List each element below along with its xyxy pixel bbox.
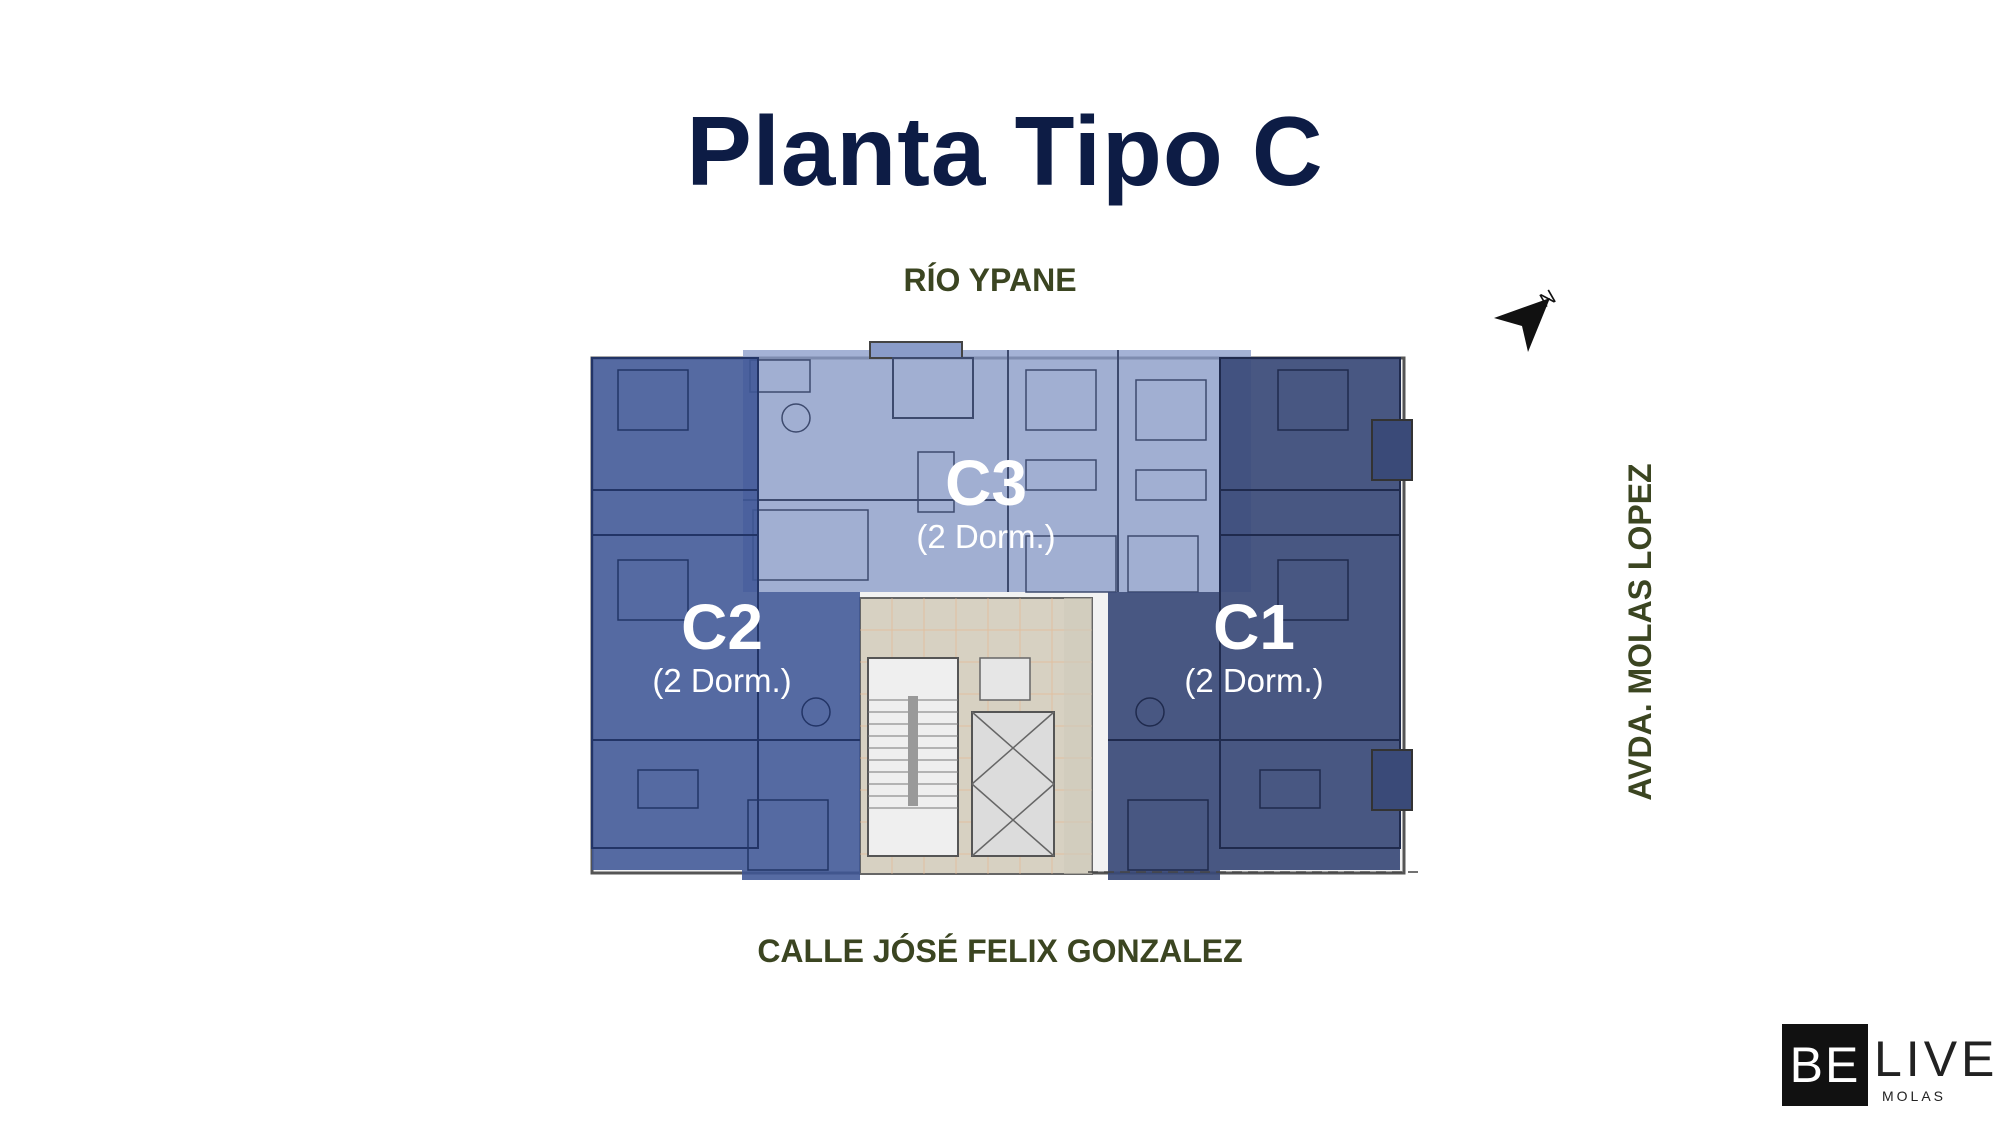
street-label-top: RÍO YPANE	[903, 262, 1077, 298]
unit-rooms-c3: (2 Dorm.)	[916, 518, 1056, 555]
unit-label-c1: C1 (2 Dorm.)	[1164, 592, 1344, 700]
belive-logo: BE LIVE MOLAS	[1782, 1024, 2000, 1106]
north-arrow-icon: N	[1494, 286, 1560, 352]
unit-code-c1: C1	[1213, 591, 1295, 663]
unit-code-c2: C2	[681, 591, 763, 663]
page-title: Planta Tipo C	[686, 96, 1324, 206]
unit-label-c2: C2 (2 Dorm.)	[632, 592, 812, 700]
street-label-right: AVDA. MOLAS LOPEZ	[1622, 463, 1658, 801]
core-area	[859, 597, 1093, 875]
logo-be: BE	[1782, 1024, 1868, 1106]
logo-molas: MOLAS	[1882, 1088, 1947, 1104]
unit-c3-area	[743, 341, 1251, 593]
unit-rooms-c2: (2 Dorm.)	[652, 662, 792, 699]
unit-c1-area	[1108, 357, 1413, 880]
floor-plan	[590, 341, 1424, 880]
unit-label-c3: C3 (2 Dorm.)	[896, 448, 1076, 556]
street-label-bottom: CALLE JÓSÉ FELIX GONZALEZ	[757, 933, 1243, 969]
unit-rooms-c1: (2 Dorm.)	[1184, 662, 1324, 699]
unit-c2-area	[591, 357, 860, 880]
logo-live: LIVE	[1874, 1031, 1999, 1087]
unit-code-c3: C3	[945, 447, 1027, 519]
